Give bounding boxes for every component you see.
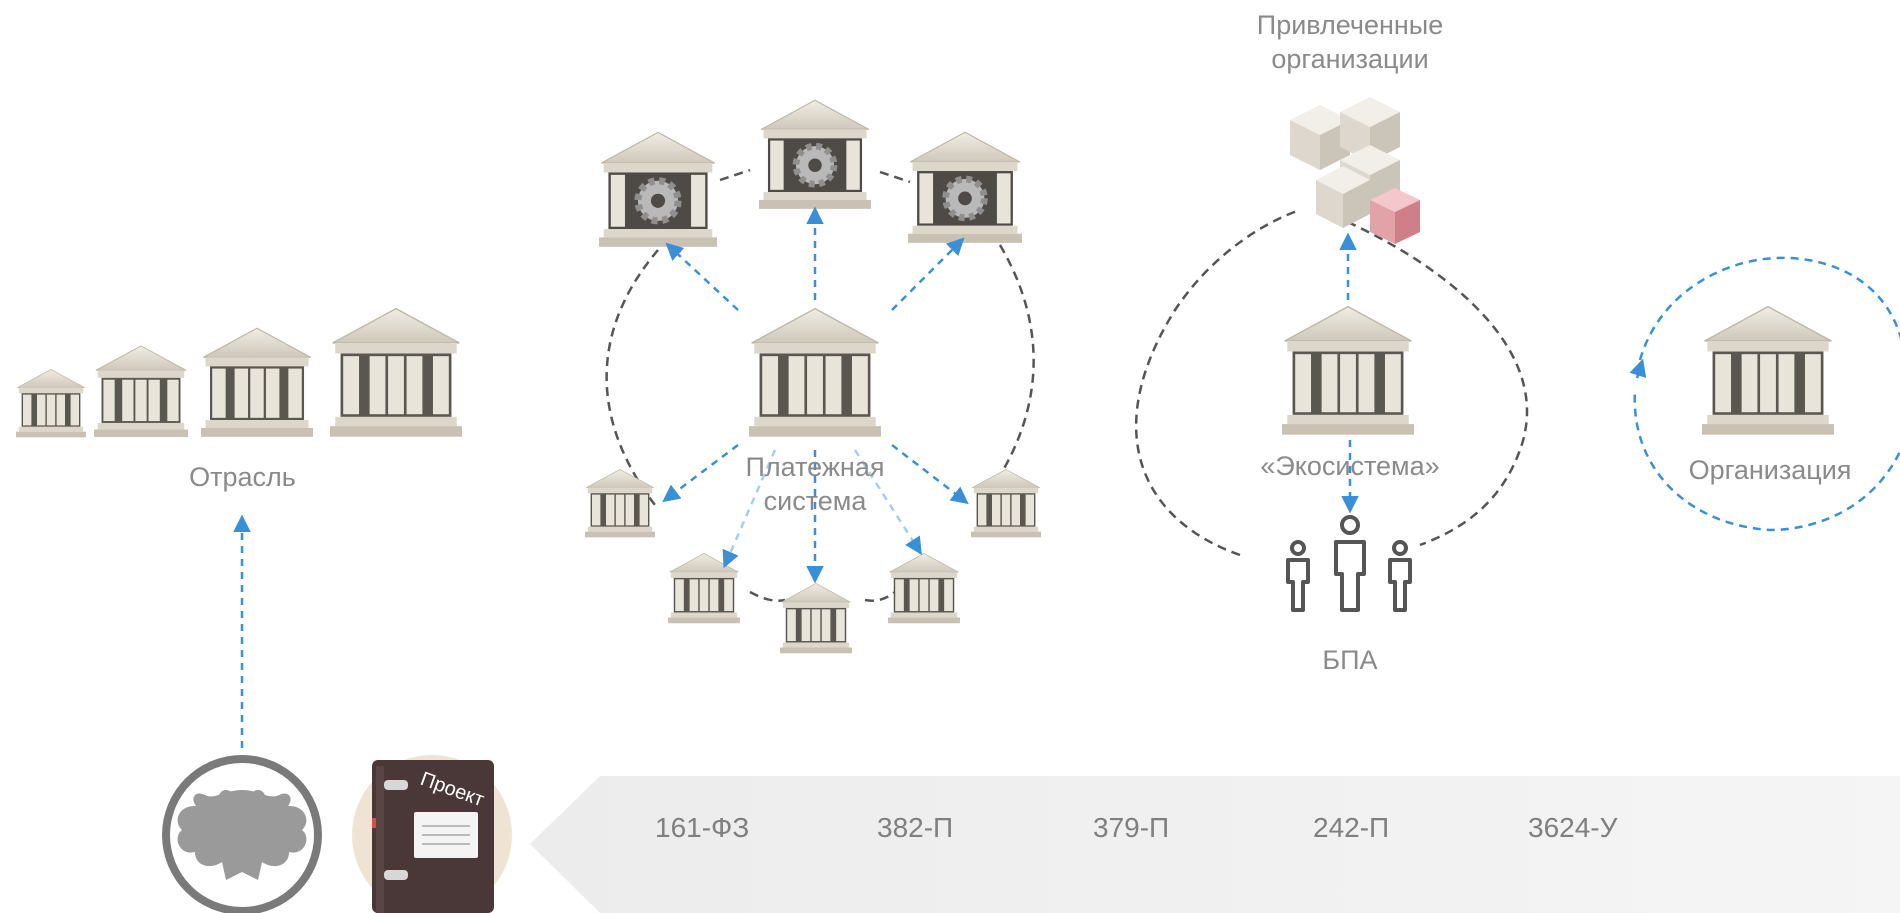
arrow-to-processing-left: [665, 242, 739, 311]
industry-banks-group: [15, 307, 463, 438]
payment-system-ring: [605, 168, 1035, 602]
cubes-icon: [1290, 97, 1420, 244]
ecosystem-bank-icon: [1281, 305, 1415, 436]
arrow-to-participant-5: [891, 444, 969, 505]
organization-cycle: [1633, 256, 1900, 532]
arrow-to-participant-1: [662, 444, 739, 503]
organization-bank-icon: [1701, 305, 1835, 436]
regulation-arrow-band: [530, 776, 1900, 913]
bank-icon-small: [15, 369, 87, 438]
arrow-to-processing-right: [891, 237, 965, 311]
regulation-242-p[interactable]: 242-П: [1313, 812, 1390, 843]
participant-bank-icon-1: [584, 469, 656, 538]
ecosystem-ring: [1134, 208, 1529, 557]
payment-system-operator-icon: [748, 307, 882, 438]
participant-bank-icon-2: [667, 553, 741, 624]
industry-label: Отрасль: [189, 462, 296, 492]
regulation-161-fz[interactable]: 161-ФЗ: [655, 812, 750, 843]
participant-bank-icon-3: [779, 583, 853, 654]
ecosystem-group: [1134, 97, 1529, 612]
bank-icon-medium: [93, 345, 189, 438]
regulation-3624-u[interactable]: 3624-У: [1528, 812, 1618, 843]
ecosystem-label: «Экосистема»: [1260, 451, 1440, 481]
payment-system-label: Платежная система: [745, 452, 885, 516]
processing-bank-left-icon: [599, 132, 717, 246]
bank-icon-xlarge: [329, 307, 463, 438]
organization-label: Организация: [1688, 455, 1852, 485]
attracted-orgs-label: Привлеченные организации: [1256, 10, 1444, 74]
bank-icon-large: [200, 327, 314, 438]
organization-cycle-arrowhead: [1629, 358, 1647, 379]
organization-group: [1629, 256, 1900, 532]
double-headed-eagle-icon: [177, 790, 307, 880]
folder-icon: [372, 760, 494, 913]
people-icon: [1286, 515, 1412, 612]
payment-system-group: [584, 100, 1042, 654]
bpa-label: БПА: [1322, 645, 1378, 675]
processing-bank-center-icon: [759, 100, 871, 209]
participant-bank-icon-5: [970, 469, 1042, 538]
participant-bank-icon-4: [887, 553, 961, 624]
processing-bank-right-icon: [908, 132, 1022, 243]
project-folder[interactable]: [352, 755, 512, 913]
regulation-379-p[interactable]: 379-П: [1093, 812, 1170, 843]
regulator-emblem: [162, 755, 322, 913]
regulation-382-p[interactable]: 382-П: [877, 812, 954, 843]
arrow-to-participant-2: [722, 449, 777, 569]
